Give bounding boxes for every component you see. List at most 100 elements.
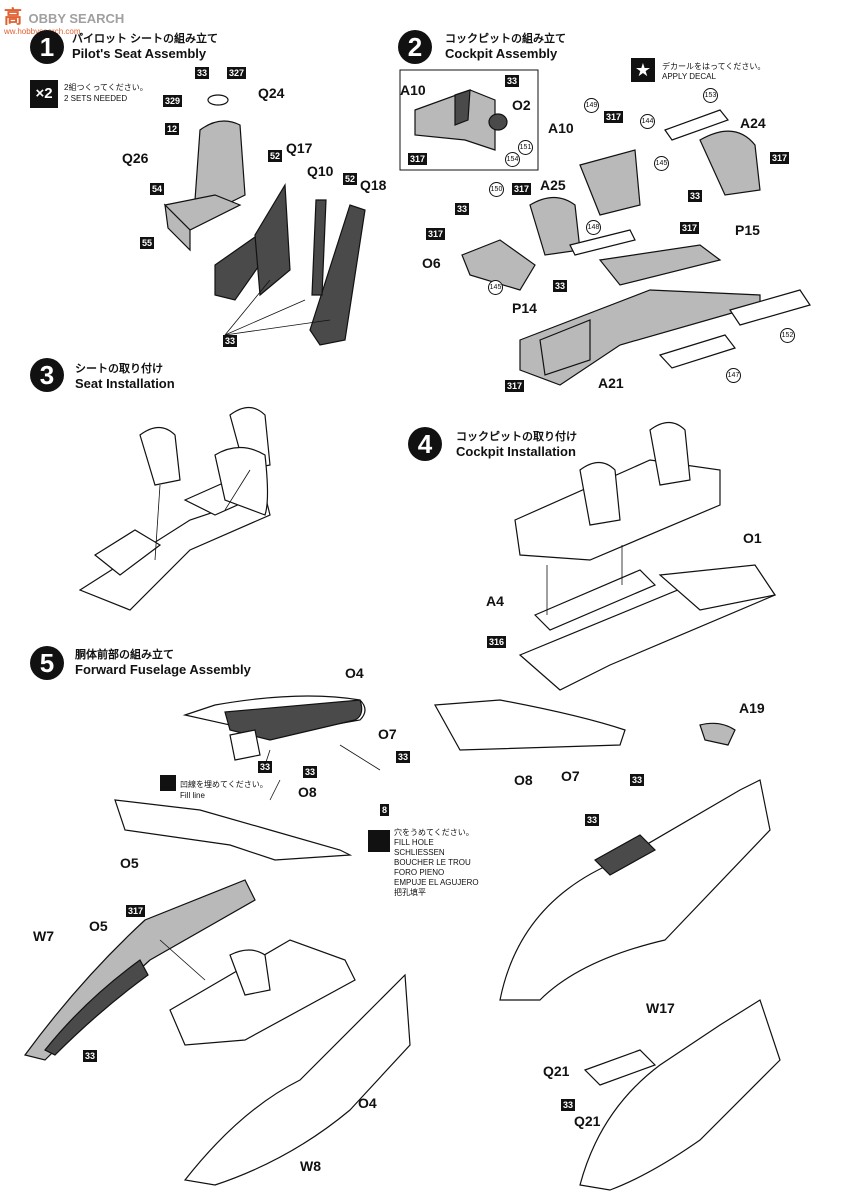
part-label: P14 — [512, 300, 537, 316]
decal-number: 150 — [489, 182, 504, 197]
step-5-title-jp: 胴体前部の組み立て — [75, 649, 174, 661]
part-callout: 52 — [268, 150, 283, 162]
fill-line-note-jp: 凹線を埋めてください。 — [180, 780, 268, 789]
part-callout: 329 — [163, 95, 183, 107]
cockpit-installation-drawing — [514, 421, 776, 691]
part-callout: 8 — [380, 804, 390, 816]
x2-note-jp: 2組つくってください。 — [64, 83, 148, 92]
part-callout: 317 — [126, 905, 146, 917]
part-label: W7 — [33, 928, 54, 944]
decal-number: 149 — [584, 98, 599, 113]
part-label: O7 — [378, 726, 397, 742]
step-2-number: 2 — [398, 30, 432, 64]
part-label: Q18 — [360, 177, 387, 193]
step-5-title-en: Forward Fuselage Assembly — [75, 662, 251, 677]
part-label: O7 — [561, 768, 580, 784]
watermark-text: OBBY SEARCH — [28, 11, 125, 26]
part-callout: 55 — [140, 237, 155, 249]
part-label: A10 — [400, 82, 426, 98]
decal-number: 152 — [780, 328, 795, 343]
part-callout: 33 — [553, 280, 568, 292]
decal-number: 154 — [505, 152, 520, 167]
fill-hole-line-4: FORO PIENO — [394, 868, 445, 877]
part-callout: 33 — [223, 335, 238, 347]
part-callout: 33 — [688, 190, 703, 202]
fill-hole-line-1: FILL HOLE — [394, 838, 434, 847]
part-callout: 33 — [258, 761, 273, 773]
decal-number: 144 — [640, 114, 655, 129]
fill-line-note-en: Fill line — [180, 791, 205, 800]
part-callout: 317 — [604, 111, 624, 123]
part-callout: 33 — [303, 766, 318, 778]
x2-badge: ×2 — [30, 80, 58, 108]
forward-fuselage-drawing — [23, 695, 781, 1191]
decal-number: 145 — [654, 156, 669, 171]
part-callout: 33 — [455, 203, 470, 215]
star-icon: ★ — [631, 58, 655, 82]
part-callout: 317 — [770, 152, 790, 164]
part-label: A25 — [540, 177, 566, 193]
part-callout: 316 — [487, 636, 507, 648]
part-label: A21 — [598, 375, 624, 391]
part-label: W8 — [300, 1158, 321, 1174]
part-label: A19 — [739, 700, 765, 716]
part-callout: 12 — [165, 123, 180, 135]
part-callout: 33 — [83, 1050, 98, 1062]
pilot-seat-drawing — [163, 94, 366, 346]
step-2-title-jp: コックピットの組み立て — [445, 33, 566, 45]
part-label: O8 — [514, 772, 533, 788]
part-callout: 317 — [505, 380, 525, 392]
part-label: O5 — [120, 855, 139, 871]
part-label: Q26 — [122, 150, 149, 166]
part-label: O4 — [358, 1095, 377, 1111]
part-label: Q17 — [286, 140, 313, 156]
step-1-title-jp: パイロット シートの組み立て — [72, 33, 219, 45]
part-callout: 33 — [505, 75, 520, 87]
decal-number: 145 — [488, 280, 503, 295]
part-label: O5 — [89, 918, 108, 934]
part-label: O4 — [345, 665, 364, 681]
part-label: Q21 — [543, 1063, 570, 1079]
watermark-cjk: 高 — [4, 7, 22, 27]
step-5-number: 5 — [30, 646, 64, 680]
decal-note-jp: デカールをはってください。 — [662, 62, 766, 71]
part-label: O1 — [743, 530, 762, 546]
part-callout: 317 — [512, 183, 532, 195]
fill-hole-line-5: EMPUJE EL AGUJERO — [394, 878, 479, 887]
decal-note-en: APPLY DECAL — [662, 72, 716, 81]
step-3-title-en: Seat Installation — [75, 376, 175, 391]
part-callout: 317 — [408, 153, 428, 165]
part-callout: 33 — [561, 1099, 576, 1111]
part-label: A10 — [548, 120, 574, 136]
part-callout: 33 — [195, 67, 210, 79]
decal-number: 151 — [518, 140, 533, 155]
part-callout: 33 — [630, 774, 645, 786]
step-2-title-en: Cockpit Assembly — [445, 46, 558, 61]
part-label: Q21 — [574, 1113, 601, 1129]
part-callout: 52 — [343, 173, 358, 185]
part-callout: 54 — [150, 183, 165, 195]
part-label: A24 — [740, 115, 766, 131]
step-3-title-jp: シートの取り付け — [75, 363, 163, 375]
fill-hole-line-3: BOUCHER LE TROU — [394, 858, 471, 867]
x2-note-en: 2 SETS NEEDED — [64, 94, 128, 103]
seat-installation-drawing — [78, 406, 271, 611]
decal-number: 147 — [726, 368, 741, 383]
part-label: P15 — [735, 222, 760, 238]
part-label: Q10 — [307, 163, 334, 179]
part-label: W17 — [646, 1000, 675, 1016]
part-callout: 317 — [426, 228, 446, 240]
part-callout: 33 — [396, 751, 411, 763]
step-1-title-en: Pilot's Seat Assembly — [72, 46, 207, 61]
fill-hole-note-jp: 穴をうめてください。 — [394, 828, 474, 837]
fill-hole-line-2: SCHLIESSEN — [394, 848, 445, 857]
part-callout: 317 — [680, 222, 700, 234]
decal-number: 153 — [703, 88, 718, 103]
fill-hole-line-6: 把孔填平 — [394, 888, 426, 897]
fill-line-icon — [160, 775, 176, 791]
step-3-number: 3 — [30, 358, 64, 392]
decal-number: 148 — [586, 220, 601, 235]
part-label: O2 — [512, 97, 531, 113]
part-callout: 327 — [227, 67, 247, 79]
